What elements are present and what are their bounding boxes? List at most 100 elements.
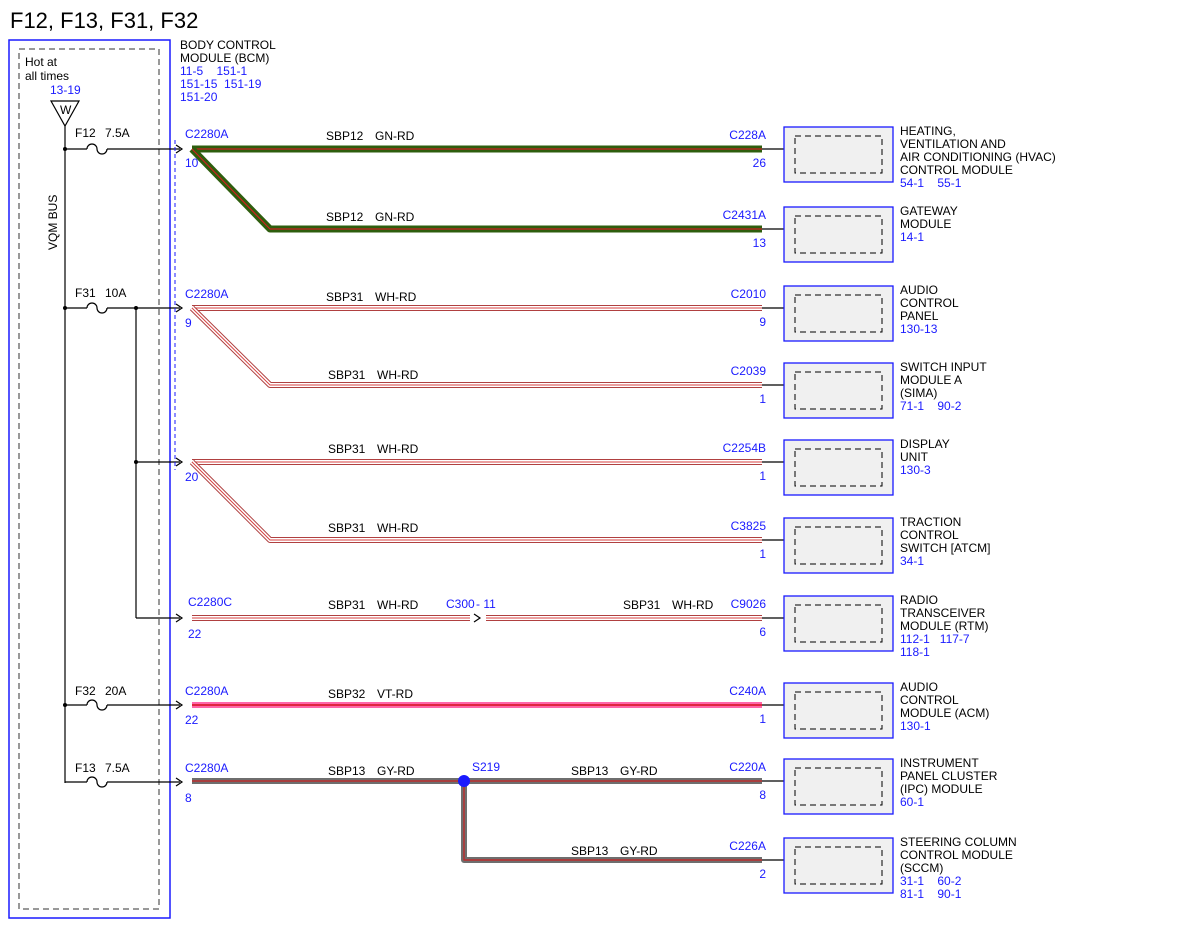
module-name-line: CONTROL [900, 693, 959, 707]
wire-circuit: SBP31 [623, 598, 661, 612]
hot-at-all-times-icon: W [49, 100, 81, 128]
wire [189, 305, 762, 388]
module-connector-label: C2431A [723, 208, 766, 222]
wire-stripe [463, 781, 762, 861]
inline-connector-c300: C300 - 11 [446, 597, 496, 623]
module-box [783, 206, 894, 263]
hot-symbol: W [60, 103, 72, 117]
fuse-name: F31 [75, 286, 96, 300]
vqm-bus-label: VQM BUS [46, 195, 60, 250]
bcm-connector-label: C2280A [185, 761, 228, 775]
wire-color: GY-RD [377, 764, 415, 778]
wire-stripe [191, 461, 762, 541]
module-name-line: MODULE (RTM) [900, 619, 988, 633]
module-ref: 130-13 [900, 322, 938, 336]
module-ref: 71-1 90-2 [900, 399, 962, 413]
fuse-f32: F32 20A [63, 684, 184, 711]
bcm-pin-label: 20 [185, 470, 199, 484]
module-ref: 34-1 [900, 554, 924, 568]
fuse-rating: 7.5A [105, 126, 130, 140]
module-name-line: (IPC) MODULE [900, 782, 983, 796]
bcm-connector-label: C2280A [185, 684, 228, 698]
module-name-line: CONTROL [900, 528, 959, 542]
module-name-line: CONTROL [900, 296, 959, 310]
wire-outline [189, 459, 762, 543]
fuse-rating: 7.5A [105, 761, 130, 775]
module-pin-label: 2 [759, 867, 766, 881]
module-box [783, 758, 894, 815]
wire [189, 459, 762, 543]
wire-color: GY-RD [620, 764, 658, 778]
bcm-pin-label: 22 [185, 713, 199, 727]
module-inner [794, 526, 883, 565]
bcm-pin-label: 10 [185, 156, 199, 170]
fuse-f13: F13 7.5A [65, 761, 184, 788]
module-name-line: CONTROL MODULE [900, 163, 1013, 177]
module-pin-label: 26 [753, 156, 767, 170]
bcm-name-1: BODY CONTROL [180, 38, 276, 52]
wire-base [189, 146, 762, 233]
wire-circuit: SBP12 [326, 129, 364, 143]
module-box [783, 362, 894, 419]
wire [461, 781, 762, 863]
wire-stripe [191, 148, 762, 230]
fuse-icon [86, 776, 108, 788]
fuse-name: F12 [75, 126, 96, 140]
bcm-pin-label: 8 [185, 791, 192, 805]
module-box [783, 439, 894, 496]
module-name-line: TRACTION [900, 515, 961, 529]
module-pin-label: 6 [759, 625, 766, 639]
wire-base [190, 306, 762, 387]
inline-connector-pin: - 11 [476, 597, 496, 611]
module-ref: 130-3 [900, 463, 931, 477]
module-ref: 14-1 [900, 230, 924, 244]
bcm-refs-1: 11-5 151-1 [180, 64, 247, 78]
module-name-line: AUDIO [900, 283, 938, 297]
fuse-name: F13 [75, 761, 96, 775]
module-name-line: INSTRUMENT [900, 756, 979, 770]
wire-color: WH-RD [377, 368, 419, 382]
wire-circuit: SBP32 [328, 687, 366, 701]
fuse-icon [86, 699, 108, 711]
connector-arrow-icon [473, 613, 482, 623]
bcm-refs-3: 151-20 [180, 90, 218, 104]
wire-circuit: SBP13 [328, 764, 366, 778]
module-name-line: MODULE A [900, 373, 962, 387]
module-box [783, 682, 894, 739]
splice-s219: S219 [458, 760, 500, 787]
module-name-line: MODULE (ACM) [900, 706, 989, 720]
inline-connector-name: C300 [446, 597, 475, 611]
connector-arrow-icon [175, 303, 184, 313]
wire-circuit: SBP31 [328, 598, 366, 612]
module-name-line: SWITCH INPUT [900, 360, 987, 374]
module-name-line: CONTROL MODULE [900, 848, 1013, 862]
bcm-pin-label: 22 [188, 627, 202, 641]
module-name-line: AIR CONDITIONING (HVAC) [900, 150, 1056, 164]
hot-label-1: Hot at [25, 55, 58, 69]
fuse-icon [86, 302, 108, 314]
wire-color: WH-RD [377, 598, 419, 612]
module-inner [794, 604, 883, 643]
module-connector-label: C2010 [731, 287, 767, 301]
module-inner [794, 691, 883, 730]
module-ref: 112-1 117-7 [900, 632, 970, 646]
module-name-line: DISPLAY [900, 437, 950, 451]
wire-color: VT-RD [377, 687, 413, 701]
wire-color: WH-RD [377, 442, 419, 456]
wire-outline [189, 305, 762, 388]
module-ref: 54-1 55-1 [900, 176, 962, 190]
module-connector-label: C226A [729, 839, 766, 853]
wire-base [461, 781, 762, 863]
module-name-line: PANEL [900, 309, 939, 323]
module-box [783, 837, 894, 894]
module-name-line: HEATING, [900, 124, 956, 138]
module-name-line: (SCCM) [900, 861, 943, 875]
module-inner [794, 135, 883, 174]
splice-name: S219 [472, 760, 500, 774]
module-inner [794, 846, 883, 885]
wire-color: GN-RD [375, 129, 415, 143]
